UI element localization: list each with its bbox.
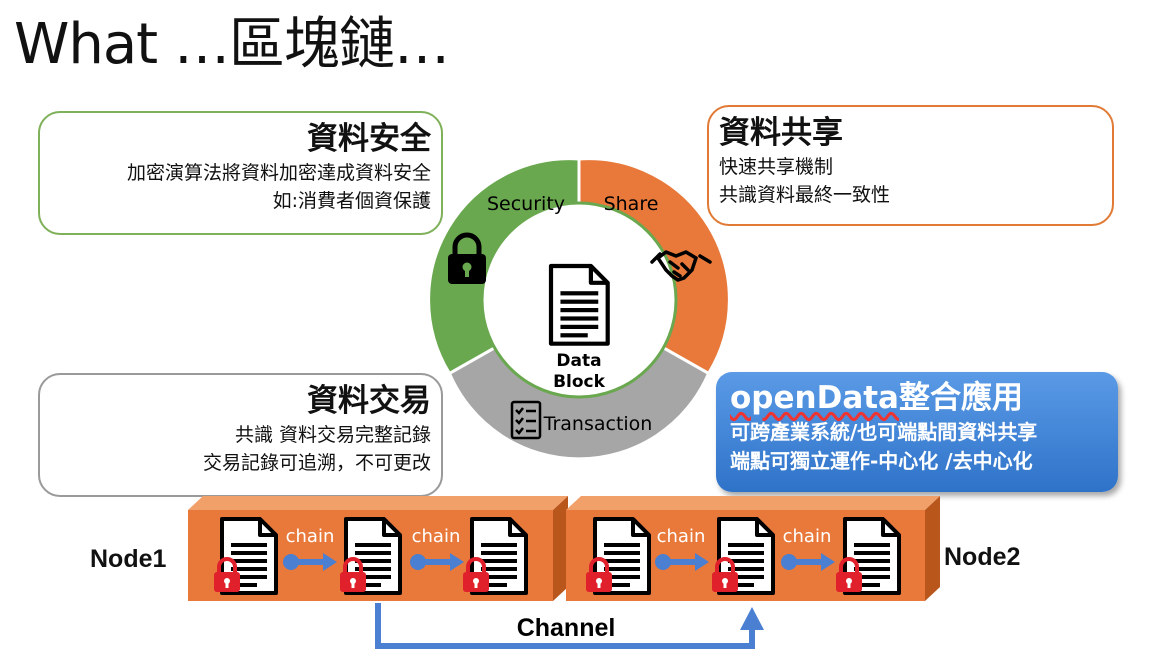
node1-label: Node1 <box>90 545 167 573</box>
transaction-card: 資料交易 共識 資料交易完整記錄 交易記錄可追溯，不可更改 <box>38 373 443 497</box>
ring-share-label: Share <box>604 193 659 215</box>
channel-connector <box>375 603 764 649</box>
checklist-icon <box>510 400 542 440</box>
handshake-icon <box>650 250 712 282</box>
security-card: 資料安全 加密演算法將資料加密達成資料安全 如:消費者個資保護 <box>38 111 443 235</box>
opendata-card-title: openData整合應用 <box>730 378 1118 418</box>
share-card-line-1: 快速共享機制 <box>719 156 834 178</box>
channel-label: Channel <box>517 614 616 642</box>
transaction-card-line-2: 交易記錄可追溯，不可更改 <box>202 452 431 474</box>
security-card-line-1: 加密演算法將資料加密達成資料安全 <box>126 162 431 184</box>
ring-transaction-label: Transaction <box>543 413 653 435</box>
opendata-title-prefix: openData <box>730 380 899 416</box>
security-card-line-2: 如:消費者個資保護 <box>272 190 431 212</box>
data-block-label-line2: Block <box>553 372 606 392</box>
data-block-document-icon <box>551 266 608 344</box>
data-block-label-line1: Data <box>556 351 601 371</box>
padlock-icon <box>448 232 486 284</box>
transaction-card-title: 資料交易 <box>307 383 431 419</box>
security-card-title: 資料安全 <box>307 121 431 157</box>
node2-chain-label-2: chain <box>783 526 832 547</box>
node1-chain-label-1: chain <box>286 526 335 547</box>
opendata-card-line-1: 可跨產業系統/也可端點間資料共享 <box>730 420 1038 444</box>
opendata-card-line-2: 端點可獨立運作-中心化 /去中心化 <box>730 449 1033 473</box>
ring-diagram: Security Share Transaction Data Block <box>427 157 731 461</box>
node1-chain-label-2: chain <box>412 526 461 547</box>
transaction-card-line-1: 共識 資料交易完整記錄 <box>234 424 431 446</box>
node2-chain-label-1: chain <box>657 526 706 547</box>
opendata-title-suffix: 整合應用 <box>898 380 1023 416</box>
share-card: 資料共享 快速共享機制 共識資料最終一致性 <box>707 105 1114 226</box>
page-title: What …區塊鏈… <box>14 12 450 77</box>
node2-label: Node2 <box>944 543 1021 571</box>
share-card-line-2: 共識資料最終一致性 <box>719 184 891 206</box>
share-card-title: 資料共享 <box>719 115 843 151</box>
ring-security-label: Security <box>487 193 565 215</box>
opendata-card: openData整合應用 可跨產業系統/也可端點間資料共享 端點可獨立運作-中心… <box>716 372 1118 492</box>
